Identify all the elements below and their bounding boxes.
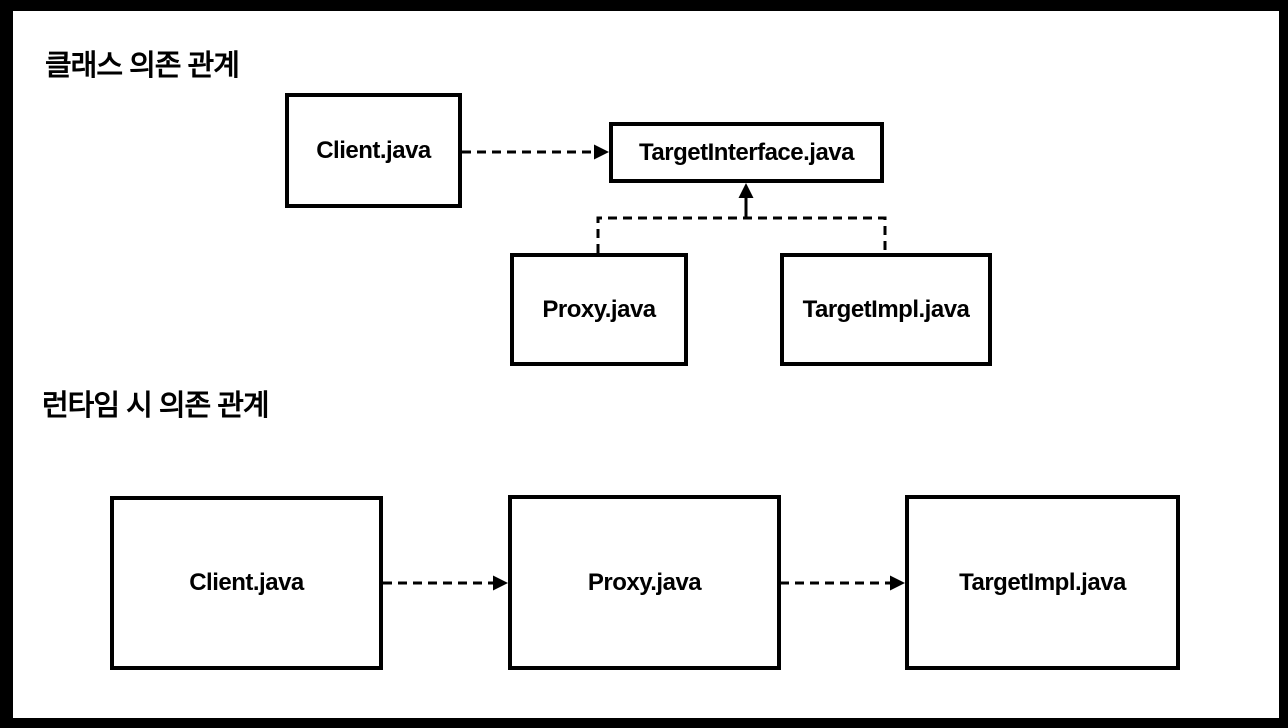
class-diagram-title: 클래스 의존 관계 bbox=[45, 50, 240, 82]
edge-client-to-targetinterface bbox=[462, 144, 609, 160]
class-node-target-impl: TargetImpl.java bbox=[780, 253, 992, 366]
runtime-diagram-title: 런타임 시 의존 관계 bbox=[42, 390, 270, 422]
class-node-client: Client.java bbox=[285, 93, 462, 208]
runtime-node-proxy: Proxy.java bbox=[508, 495, 781, 670]
runtime-node-client: Client.java bbox=[110, 496, 383, 670]
runtime-node-target-impl: TargetImpl.java bbox=[905, 495, 1180, 670]
edge-implements-to-targetinterface bbox=[596, 183, 887, 253]
edge-runtime-client-to-proxy bbox=[383, 575, 508, 591]
class-node-target-interface: TargetInterface.java bbox=[609, 122, 884, 183]
edge-runtime-proxy-to-targetimpl bbox=[780, 575, 905, 591]
class-node-proxy: Proxy.java bbox=[510, 253, 688, 366]
